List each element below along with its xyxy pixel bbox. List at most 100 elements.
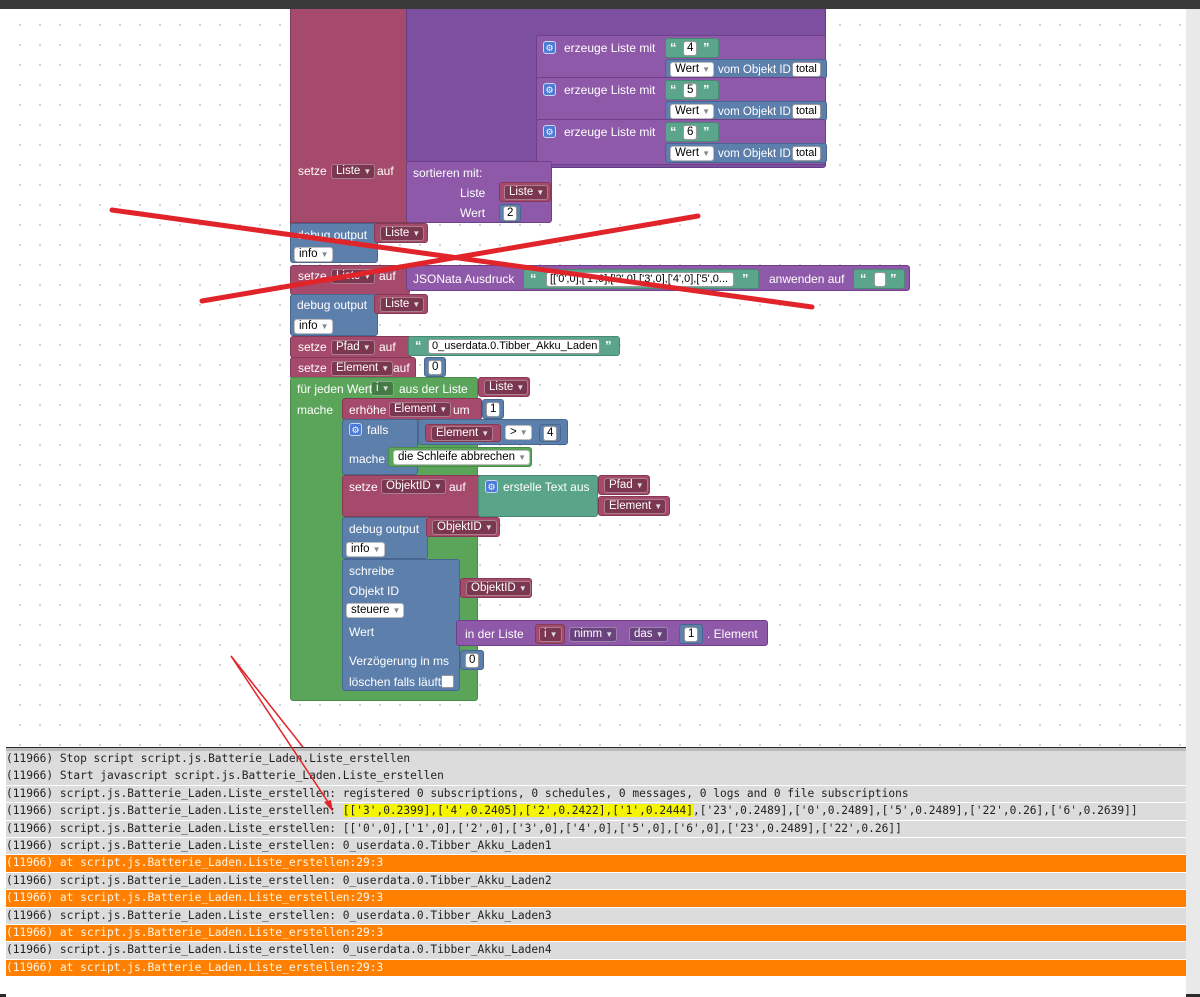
setze-liste-sort-block[interactable]: setze Liste▼ auf xyxy=(290,161,410,223)
objektid-variable-dropdown[interactable]: ObjektID▼ xyxy=(466,581,531,596)
erhoehe-element-block[interactable]: erhöhe Element▼ um xyxy=(342,398,482,420)
liste-variable-dropdown[interactable]: Liste▼ xyxy=(380,226,425,241)
element-value-field[interactable]: 0 xyxy=(428,360,443,375)
gear-icon[interactable]: ⚙ xyxy=(543,83,556,96)
nimm-dropdown[interactable]: nimm▼ xyxy=(569,627,618,642)
number-block[interactable]: 2 xyxy=(499,204,521,222)
blockly-workspace[interactable]: ⚙ erzeuge Liste mit “ 4 ” Wert▼ vom Obje… xyxy=(6,9,1186,747)
text-block-4[interactable]: “ 4 ” xyxy=(665,38,719,58)
pfad-variable-dropdown[interactable]: Pfad▼ xyxy=(331,340,375,355)
empty-text-field[interactable] xyxy=(874,272,886,287)
compare-value-field[interactable]: 4 xyxy=(543,426,558,441)
objektid-variable-block[interactable]: ObjektID▼ xyxy=(426,517,500,537)
info-dropdown[interactable]: info▼ xyxy=(346,542,385,557)
text-block-6[interactable]: “ 6 ” xyxy=(665,122,719,142)
text-value-5[interactable]: 5 xyxy=(683,83,698,98)
objekt-id-field[interactable]: total xyxy=(792,104,821,119)
empty-text-block[interactable]: “ ” xyxy=(853,269,905,289)
pfad-variable-dropdown[interactable]: Pfad▼ xyxy=(604,478,648,493)
wert-dropdown[interactable]: Wert▼ xyxy=(670,146,715,161)
in-der-liste-block[interactable]: in der Liste i▼ nimm▼ das▼ 1 . Element xyxy=(456,620,768,646)
pfad-text-block[interactable]: “ 0_userdata.0.Tibber_Akku_Laden ” xyxy=(408,336,620,356)
setze-objektid-block[interactable]: setze ObjektID▼ auf xyxy=(342,475,482,517)
schleife-abbrechen-dropdown[interactable]: die Schleife abbrechen▼ xyxy=(393,450,530,465)
info-dropdown[interactable]: info▼ xyxy=(294,319,333,334)
setze-element-block[interactable]: setze Element▼ auf xyxy=(290,357,416,379)
log-line: (11966) script.js.Batterie_Laden.Liste_e… xyxy=(6,837,1186,855)
loeschen-checkbox[interactable] xyxy=(441,675,454,688)
liste-variable-block[interactable]: Liste▼ xyxy=(478,377,530,397)
gear-icon[interactable]: ⚙ xyxy=(543,125,556,138)
text-value-6[interactable]: 6 xyxy=(683,125,698,140)
debug-output-block-3[interactable]: debug output info▼ xyxy=(342,517,428,559)
element-variable-block[interactable]: Element▼ xyxy=(598,496,670,516)
text-value-4[interactable]: 4 xyxy=(683,41,698,56)
pfad-value-field[interactable]: 0_userdata.0.Tibber_Akku_Laden xyxy=(428,339,600,354)
objekt-id-field[interactable]: total xyxy=(792,62,821,77)
arrow-line-main xyxy=(230,655,331,806)
i-variable-dropdown[interactable]: i▼ xyxy=(539,627,562,642)
number-block[interactable]: 1 xyxy=(679,624,703,644)
erzeuge-liste-block-6[interactable]: ⚙ erzeuge Liste mit “ 6 ” Wert▼ vom Obje… xyxy=(536,119,827,165)
objektid-variable-dropdown[interactable]: ObjektID▼ xyxy=(432,520,497,535)
liste-variable-block[interactable]: Liste▼ xyxy=(374,294,428,314)
number-block[interactable]: 0 xyxy=(424,357,446,377)
open-quote-icon: “ xyxy=(670,124,677,139)
compare-operator-dropdown[interactable]: >▼ xyxy=(505,425,532,440)
gear-icon[interactable]: ⚙ xyxy=(543,41,556,54)
liste-variable-block[interactable]: Liste▼ xyxy=(499,182,551,202)
cross-line-2 xyxy=(199,213,701,304)
log-line-error: (11966) at script.js.Batterie_Laden.List… xyxy=(6,959,1186,977)
gear-icon[interactable]: ⚙ xyxy=(349,423,362,436)
erzeuge-liste-block-4[interactable]: ⚙ erzeuge Liste mit “ 4 ” Wert▼ vom Obje… xyxy=(536,35,827,81)
objektid-variable-dropdown[interactable]: ObjektID▼ xyxy=(381,479,446,494)
wert-dropdown[interactable]: Wert▼ xyxy=(670,104,715,119)
info-dropdown[interactable]: info▼ xyxy=(294,247,333,262)
scrollbar-track[interactable] xyxy=(1186,9,1200,994)
setze-pfad-block[interactable]: setze Pfad▼ auf xyxy=(290,336,412,358)
schreibe-block[interactable]: schreibe Objekt ID steuere▼ Wert Verzöge… xyxy=(342,559,460,691)
setze-label: setze xyxy=(298,340,327,354)
wert-vom-objekt-block-6[interactable]: Wert▼ vom Objekt ID total xyxy=(665,143,827,163)
objekt-id-field[interactable]: total xyxy=(792,146,821,161)
liste-variable-dropdown[interactable]: Liste▼ xyxy=(504,185,549,200)
erzeuge-liste-block-5[interactable]: ⚙ erzeuge Liste mit “ 5 ” Wert▼ vom Obje… xyxy=(536,77,827,123)
compare-block[interactable]: Element▼ >▼ 4 xyxy=(418,419,568,445)
pfad-variable-block[interactable]: Pfad▼ xyxy=(598,475,650,495)
gear-icon[interactable]: ⚙ xyxy=(485,480,498,493)
liste-variable-dropdown[interactable]: Liste▼ xyxy=(484,380,529,395)
sort-value-field[interactable]: 2 xyxy=(503,206,518,221)
element-variable-block[interactable]: Element▼ xyxy=(425,424,501,442)
wert-vom-objekt-block-4[interactable]: Wert▼ vom Objekt ID total xyxy=(665,59,827,79)
number-block[interactable]: 0 xyxy=(460,650,484,670)
element-variable-dropdown[interactable]: Element▼ xyxy=(389,402,452,417)
i-variable-block[interactable]: i▼ xyxy=(535,624,565,644)
liste-variable-dropdown[interactable]: Liste▼ xyxy=(380,297,425,312)
liste-variable-dropdown[interactable]: Liste▼ xyxy=(331,164,376,179)
element-variable-dropdown[interactable]: Element▼ xyxy=(431,426,494,441)
wert-vom-objekt-block-5[interactable]: Wert▼ vom Objekt ID total xyxy=(665,101,827,121)
nimm-index-field[interactable]: 1 xyxy=(684,627,699,642)
i-variable-dropdown[interactable]: i▼ xyxy=(371,381,394,396)
element-variable-dropdown[interactable]: Element▼ xyxy=(331,361,394,376)
verzoegerung-value-field[interactable]: 0 xyxy=(465,653,480,668)
jsonata-label: JSONata Ausdruck xyxy=(413,272,515,286)
close-quote-icon: ” xyxy=(890,271,897,286)
das-dropdown[interactable]: das▼ xyxy=(629,627,668,642)
debug-output-block-2[interactable]: debug output info▼ xyxy=(290,294,378,336)
open-quote-icon: “ xyxy=(670,40,677,55)
log-console[interactable]: (11966) Stop script script.js.Batterie_L… xyxy=(6,748,1186,997)
steuere-dropdown[interactable]: steuere▼ xyxy=(346,603,405,618)
element-variable-dropdown[interactable]: Element▼ xyxy=(604,499,667,514)
sortieren-block[interactable]: sortieren mit: Liste Liste▼ Wert 2 xyxy=(406,161,552,223)
erstelle-text-block[interactable]: ⚙ erstelle Text aus xyxy=(478,475,598,517)
liste-variable-block[interactable]: Liste▼ xyxy=(374,223,428,243)
number-block[interactable]: 4 xyxy=(539,424,561,442)
erhoehe-value-field[interactable]: 1 xyxy=(486,402,501,417)
number-block[interactable]: 1 xyxy=(482,399,504,419)
text-block-5[interactable]: “ 5 ” xyxy=(665,80,719,100)
wert-dropdown[interactable]: Wert▼ xyxy=(670,62,715,77)
objektid-variable-block[interactable]: ObjektID▼ xyxy=(460,578,532,598)
auf-label: auf xyxy=(393,361,410,375)
schleife-abbrechen-block[interactable]: die Schleife abbrechen▼ xyxy=(388,447,532,467)
